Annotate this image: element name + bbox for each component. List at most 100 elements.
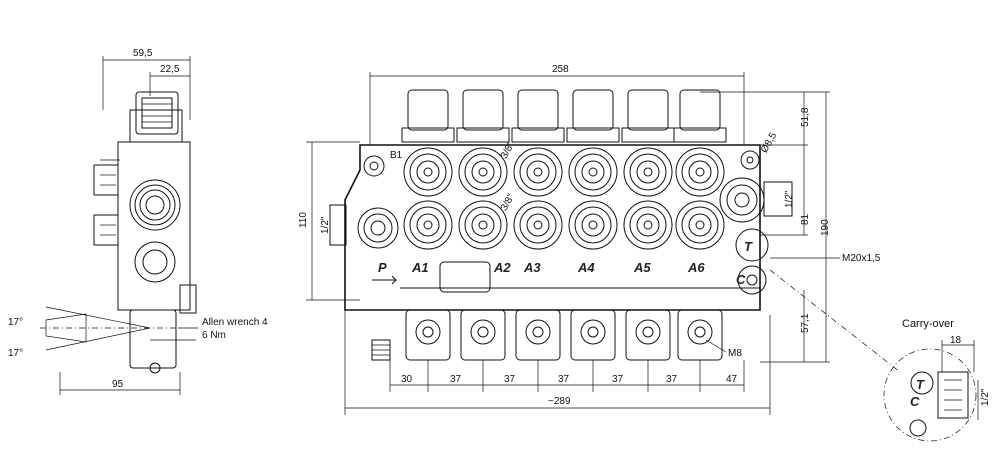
- lever-units: [405, 309, 723, 361]
- port-outer: [623, 200, 673, 250]
- carry-over-detail: Carry-over 18 T C 1/2": [883, 318, 991, 442]
- spacing-1: 37: [450, 374, 462, 385]
- side-dim-width-total: 59,5: [133, 48, 153, 59]
- carry-dim-width: 18: [950, 335, 962, 346]
- port-inner: [688, 213, 712, 237]
- port-core: [695, 167, 705, 177]
- port-outer: [675, 147, 725, 197]
- port-core: [423, 167, 433, 177]
- port-outer: [513, 200, 563, 250]
- lever-housing: [405, 309, 451, 361]
- lever-pin: [587, 326, 599, 338]
- port-inner: [636, 160, 660, 184]
- port-inner: [471, 160, 495, 184]
- bottom-overall: ~289: [548, 396, 571, 407]
- lever-pin: [642, 326, 654, 338]
- port-mid: [574, 153, 612, 191]
- port-mid: [629, 206, 667, 244]
- allen-wrench-label: Allen wrench 4: [202, 317, 268, 328]
- port-mid: [681, 206, 719, 244]
- tank-label: T: [744, 239, 753, 254]
- port-mid: [409, 153, 447, 191]
- lever-pin: [422, 326, 434, 338]
- side-angle-top: 17°: [8, 317, 23, 328]
- port-mid: [519, 153, 557, 191]
- lever-pin: [532, 326, 544, 338]
- port-inner: [636, 213, 660, 237]
- port-label-a5: A5: [633, 260, 651, 275]
- torque-label: 6 Nm: [202, 330, 226, 341]
- actuator-caps: [401, 89, 727, 143]
- port-core: [695, 220, 705, 230]
- side-angle-bottom: 17°: [8, 348, 23, 359]
- port-mid: [629, 153, 667, 191]
- lever-pin: [694, 326, 706, 338]
- front-dim-thread-left: 1/2": [320, 216, 331, 234]
- port-core: [533, 220, 543, 230]
- port-inner: [526, 213, 550, 237]
- port-outer: [568, 200, 618, 250]
- port-inner: [471, 213, 495, 237]
- actuator-base: [511, 127, 565, 143]
- port-label-p: P: [378, 260, 387, 275]
- carry-over-title: Carry-over: [902, 318, 954, 330]
- front-dim-right-mid: 81: [800, 213, 811, 225]
- top-left-label: B1: [390, 150, 403, 161]
- carry-tank-label: T: [916, 377, 925, 392]
- port-outer: [675, 200, 725, 250]
- actuator-base: [566, 127, 620, 143]
- port-outer: [623, 147, 673, 197]
- actuator-base: [401, 127, 455, 143]
- port-mid: [464, 153, 502, 191]
- lever-knob: [525, 319, 551, 345]
- actuator-cap: [517, 89, 559, 131]
- port-core: [643, 167, 653, 177]
- actuator-cap: [679, 89, 721, 131]
- port-mid: [464, 206, 502, 244]
- lever-housing: [515, 309, 561, 361]
- side-dim-bottom: 95: [112, 379, 124, 390]
- carry-label: C: [736, 272, 746, 287]
- carry-carry-label: C: [910, 394, 920, 409]
- port-core: [588, 220, 598, 230]
- spacing-0: 30: [401, 374, 413, 385]
- port-outer: [568, 147, 618, 197]
- lever-housing: [677, 309, 723, 361]
- port-outer: [403, 147, 453, 197]
- spacing-5: 37: [666, 374, 678, 385]
- port-grid: [403, 147, 725, 250]
- port-inner: [581, 213, 605, 237]
- front-dim-right-total: 190: [820, 219, 831, 236]
- lever-knob: [635, 319, 661, 345]
- thread-label: M20x1,5: [842, 253, 881, 264]
- lever-housing: [570, 309, 616, 361]
- port-core: [478, 167, 488, 177]
- port-mid: [574, 206, 612, 244]
- port-inner: [416, 213, 440, 237]
- port-core: [588, 167, 598, 177]
- lever-housing: [625, 309, 671, 361]
- spacing-2: 37: [504, 374, 516, 385]
- port-label-a3: A3: [523, 260, 541, 275]
- port-mid: [519, 206, 557, 244]
- port-label-a2: A2: [493, 260, 511, 275]
- spacing-chain: [389, 360, 745, 392]
- front-dim-length: 258: [552, 64, 569, 75]
- port-inner: [416, 160, 440, 184]
- port-outer: [458, 147, 508, 197]
- port-outer: [513, 147, 563, 197]
- front-dim-right-low: 57,1: [800, 313, 811, 333]
- side-dim-width-inner: 22,5: [160, 64, 180, 75]
- port-outer: [458, 200, 508, 250]
- carry-dim-thread: 1/2": [980, 388, 991, 406]
- port-mid: [409, 206, 447, 244]
- actuator-cap: [572, 89, 614, 131]
- port-inner: [581, 160, 605, 184]
- actuator-cap: [462, 89, 504, 131]
- port-outer: [403, 200, 453, 250]
- port-inner: [688, 160, 712, 184]
- spacing-6: 47: [726, 374, 738, 385]
- actuator-base: [456, 127, 510, 143]
- port-core: [643, 220, 653, 230]
